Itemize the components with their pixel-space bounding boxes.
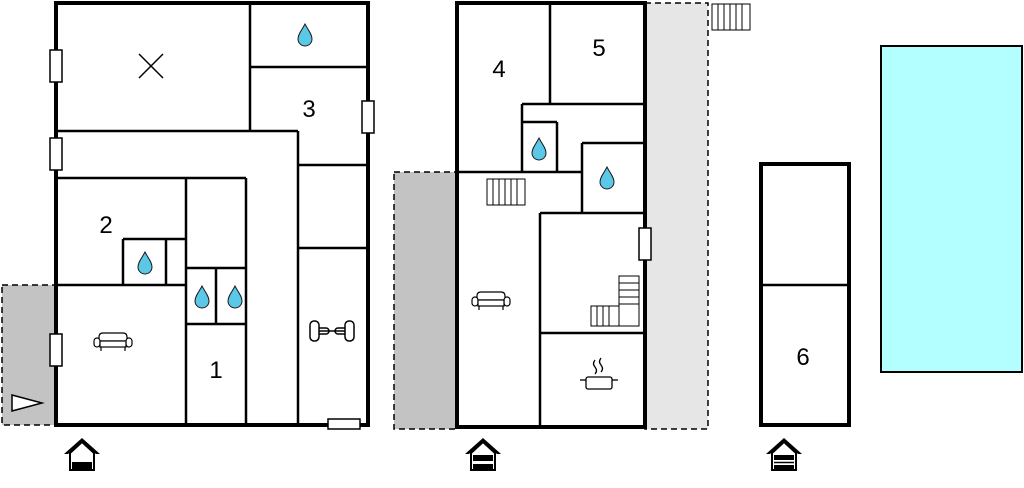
window-icon: [361, 100, 375, 134]
x-mark-icon: [138, 53, 164, 79]
outer-wall-a: [54, 1, 370, 427]
stairs-icon: [486, 178, 526, 206]
room-label-bedroom-6: 6: [796, 344, 809, 371]
entrance-icon: [63, 437, 101, 471]
room-label-bedroom-2: 2: [99, 212, 112, 239]
building-a: 3 2 1: [1, 1, 375, 471]
room-label-bedroom-4: 4: [492, 56, 505, 83]
swimming-pool: [880, 45, 1023, 373]
terrace-arrow-icon: [11, 394, 45, 412]
room-label-bedroom-1: 1: [209, 357, 222, 384]
stairs-icon: [711, 3, 751, 31]
interior-walls-b: [457, 3, 645, 427]
room-label-bedroom-3: 3: [302, 96, 315, 123]
room-label-bedroom-5: 5: [592, 35, 605, 62]
cooking-pot-icon: [580, 357, 618, 390]
stairs-icon: [590, 275, 640, 327]
entrance-icon: [464, 437, 502, 471]
building-b: 4 5: [393, 1, 751, 471]
terrace-b-left: [393, 171, 457, 430]
terrace-b-right: [644, 2, 709, 430]
window-icon: [49, 49, 63, 83]
building-c: 6: [759, 162, 851, 471]
window-icon: [49, 333, 63, 367]
dumbbell-icon: [309, 320, 355, 342]
entrance-icon: [765, 437, 803, 471]
window-icon: [49, 137, 63, 171]
outer-wall-c: [759, 162, 851, 427]
window-icon: [327, 418, 361, 430]
interior-walls-a: [56, 3, 368, 425]
window-icon: [638, 227, 652, 261]
